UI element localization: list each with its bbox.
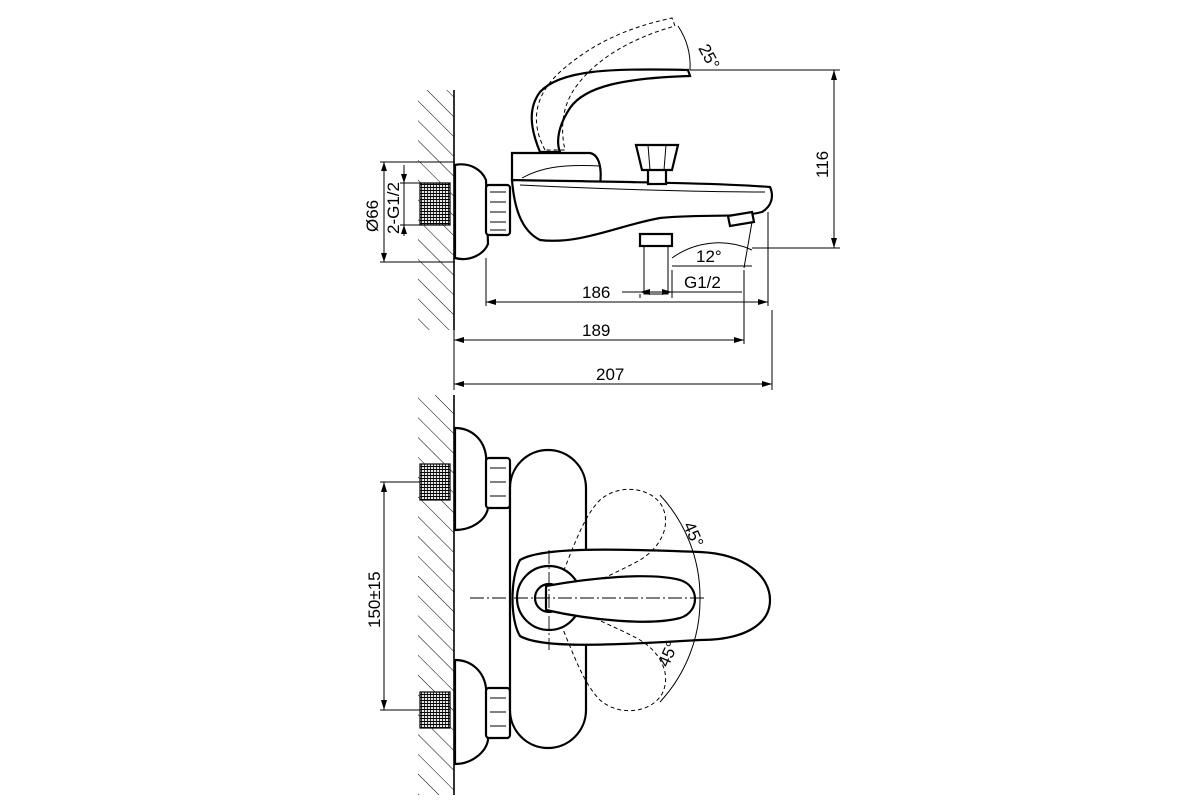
dim-length-189: 189 [582, 321, 610, 340]
dim-angle-handle: 25° [694, 41, 723, 73]
upper-connection [419, 426, 512, 532]
side-view: 25° 116 Ø66 2-G1/2 12° [363, 17, 840, 390]
handle-rotated-upper [554, 488, 667, 601]
dim-center-distance-group: 150±15 [365, 481, 420, 711]
dim-connection: 2-G1/2 [384, 182, 403, 234]
handle-top [544, 575, 696, 623]
bottom-outlet [638, 232, 674, 248]
dim-length-189-group: 189 [454, 270, 745, 344]
dim-angle-spout-group: 12° [671, 221, 753, 269]
dim-angle-spout: 12° [696, 247, 722, 266]
dim-length-207-group: 207 [453, 310, 773, 390]
dim-height-label: 116 [813, 151, 832, 178]
dim-outlet-thread: G1/2 [684, 273, 721, 292]
flange-side [453, 163, 490, 261]
dim-flange: Ø66 2-G1/2 [363, 161, 455, 263]
dim-length-186: 186 [582, 283, 610, 302]
diverter-knob [634, 143, 680, 172]
thread-insert-side [419, 182, 451, 226]
dim-height-116: 116 [752, 70, 840, 249]
aerator-side [726, 210, 756, 228]
handle-rotated-lower [554, 601, 667, 712]
dim-angle-upper: 45° [679, 519, 707, 550]
dim-outlet: G1/2 [622, 270, 742, 298]
handle-side [530, 68, 692, 154]
handle-rotated-outline [536, 17, 676, 151]
wall-top [418, 395, 455, 795]
hex-nut-side [484, 183, 512, 237]
dim-center-distance: 150±15 [365, 571, 384, 628]
dim-length-186-group: 186 [485, 212, 769, 306]
dim-flange-diameter: Ø66 [363, 200, 382, 232]
dim-length-207: 207 [596, 365, 624, 384]
top-view: 45° 45° 150±15 [365, 395, 772, 795]
lower-connection [419, 658, 512, 766]
faucet-body-side [510, 143, 773, 295]
